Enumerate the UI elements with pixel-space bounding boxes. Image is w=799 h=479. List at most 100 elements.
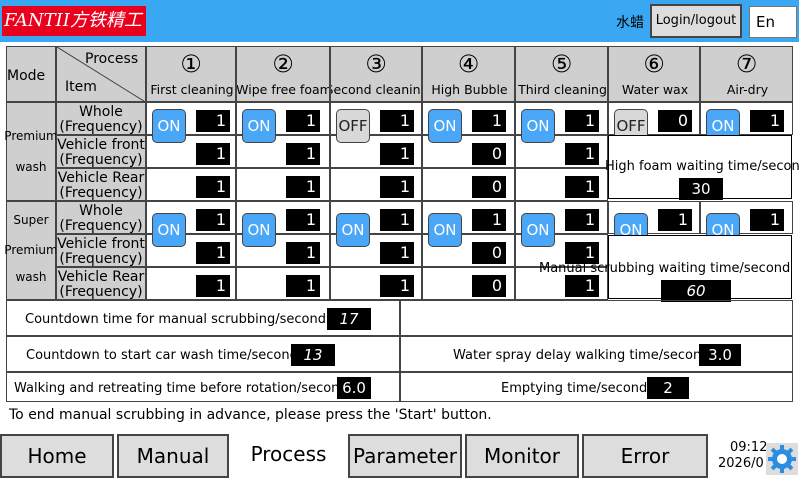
item-header-label: Item — [65, 79, 97, 95]
super-whole-frequency-6[interactable]: 1 — [658, 209, 692, 231]
premium-whole-frequency-2[interactable]: 1 — [286, 110, 320, 132]
premium-whole-frequency-5[interactable]: 1 — [565, 110, 599, 132]
premium-front-frequency-4[interactable]: 0 — [472, 143, 506, 165]
super-row-label-0: Whole(Frequency) — [56, 201, 146, 234]
super-row-label-0-line2: (Frequency) — [59, 218, 143, 234]
premium-row-label-1-line2: (Frequency) — [59, 152, 143, 168]
process-number-7: ⑦ — [735, 50, 758, 78]
premium-row-label-0: Whole(Frequency) — [56, 102, 146, 135]
process-item-header-cell: Process Item — [56, 46, 147, 103]
premium-mode-line2: wash — [15, 160, 47, 174]
emptying-value[interactable]: 2 — [647, 377, 689, 399]
water-spray-value[interactable]: 3.0 — [699, 344, 741, 366]
super-toggle-4[interactable]: ON — [428, 213, 462, 247]
super-premium-wash-mode-cell: Super Premium wash — [4, 201, 58, 300]
super-toggle-2[interactable]: ON — [242, 213, 276, 247]
home-page-button[interactable]: Home page — [0, 434, 114, 478]
process-number-1: ① — [180, 50, 202, 78]
walking-retreat-label: Walking and retreating time before rotat… — [14, 381, 348, 396]
countdown-start-label: Countdown to start car wash time/second — [26, 348, 298, 363]
premium-wash-mode-cell: Premium wash — [4, 102, 58, 201]
premium-rear-frequency-4[interactable]: 0 — [472, 176, 506, 198]
high-foam-waiting-panel: High foam waiting time/second 30 — [605, 135, 799, 200]
process-tab-current[interactable]: Process — [232, 434, 345, 478]
premium-whole-frequency-7[interactable]: 1 — [750, 110, 784, 132]
process-number-4: ④ — [457, 50, 480, 78]
premium-whole-frequency-1[interactable]: 1 — [196, 110, 230, 132]
process-name-5: Third cleaning — [518, 82, 607, 97]
water-spray-label: Water spray delay walking time/second — [453, 348, 710, 363]
premium-toggle-2[interactable]: ON — [242, 109, 276, 143]
brand-logo: FANTII方铁精工 — [2, 6, 146, 36]
super-toggle-1[interactable]: ON — [152, 213, 186, 247]
premium-whole-frequency-3[interactable]: 1 — [380, 110, 414, 132]
high-foam-label: High foam waiting time/second — [605, 159, 799, 174]
walking-retreat-row: Walking and retreating time before rotat… — [6, 372, 400, 402]
super-mode-line2: Premium — [4, 243, 58, 257]
process-number-2: ② — [272, 50, 294, 78]
parameter-button[interactable]: Parameter — [348, 434, 462, 478]
process-name-6: Water wax — [621, 82, 689, 97]
premium-rear-frequency-2[interactable]: 1 — [286, 176, 320, 198]
super-whole-frequency-4[interactable]: 1 — [472, 209, 506, 231]
manual-button[interactable]: Manual — [117, 434, 229, 478]
premium-toggle-1[interactable]: ON — [152, 109, 186, 143]
super-rear-frequency-3[interactable]: 1 — [380, 275, 414, 297]
super-rear-frequency-4[interactable]: 0 — [472, 275, 506, 297]
process-name-3: Second cleaning — [330, 82, 421, 97]
process-number-6: ⑥ — [643, 50, 665, 78]
super-whole-frequency-5[interactable]: 1 — [565, 209, 599, 231]
language-selector[interactable]: En — [749, 6, 797, 38]
premium-front-frequency-3[interactable]: 1 — [380, 143, 414, 165]
process-number-5: ⑤ — [550, 50, 573, 78]
super-whole-frequency-2[interactable]: 1 — [286, 209, 320, 231]
super-front-frequency-2[interactable]: 1 — [286, 242, 320, 264]
premium-row-label-0-line2: (Frequency) — [59, 119, 143, 135]
premium-whole-frequency-6[interactable]: 0 — [658, 110, 692, 132]
premium-rear-frequency-3[interactable]: 1 — [380, 176, 414, 198]
walking-retreat-value[interactable]: 6.0 — [337, 377, 371, 399]
super-whole-frequency-7[interactable]: 1 — [750, 209, 784, 231]
super-row-label-1-line1: Vehicle front — [57, 236, 145, 252]
countdown-manual-row: Countdown time for manual scrubbing/seco… — [6, 300, 400, 336]
premium-rear-frequency-1[interactable]: 1 — [196, 176, 230, 198]
super-toggle-3[interactable]: ON — [336, 213, 370, 247]
manual-scrubbing-value[interactable]: 60 — [661, 280, 731, 302]
countdown-manual-value[interactable]: 17 — [327, 308, 371, 330]
clock-time: 09:12 — [730, 440, 768, 455]
super-whole-frequency-1[interactable]: 1 — [196, 209, 230, 231]
countdown-manual-label: Countdown time for manual scrubbing/seco… — [25, 312, 326, 327]
process-name-2: Wipe free foam — [236, 82, 330, 97]
monitor-button[interactable]: Monitor — [465, 434, 579, 478]
high-foam-value[interactable]: 30 — [679, 178, 723, 200]
super-rear-frequency-5[interactable]: 1 — [565, 275, 599, 297]
process-number-3: ③ — [365, 50, 387, 78]
countdown-start-value[interactable]: 13 — [291, 344, 335, 366]
super-front-frequency-1[interactable]: 1 — [196, 242, 230, 264]
premium-toggle-4[interactable]: ON — [428, 109, 462, 143]
premium-whole-frequency-4[interactable]: 1 — [472, 110, 506, 132]
premium-front-frequency-1[interactable]: 1 — [196, 143, 230, 165]
error-button[interactable]: Error — [582, 434, 708, 478]
premium-row-label-1: Vehicle front(Frequency) — [56, 135, 146, 168]
super-rear-frequency-1[interactable]: 1 — [196, 275, 230, 297]
gear-icon[interactable] — [766, 443, 798, 475]
process-header-3: ③ Second cleaning — [330, 46, 422, 102]
super-whole-frequency-3[interactable]: 1 — [380, 209, 414, 231]
login-logout-button[interactable]: Login/logout — [650, 4, 742, 38]
premium-row-label-2: Vehicle Rear(Frequency) — [56, 168, 146, 201]
super-front-frequency-4[interactable]: 0 — [472, 242, 506, 264]
super-toggle-5[interactable]: ON — [521, 213, 555, 247]
premium-toggle-5[interactable]: ON — [521, 109, 555, 143]
premium-row-label-2-line2: (Frequency) — [59, 185, 143, 201]
premium-front-frequency-5[interactable]: 1 — [565, 143, 599, 165]
super-front-frequency-3[interactable]: 1 — [380, 242, 414, 264]
premium-toggle-3[interactable]: OFF — [336, 109, 370, 143]
super-rear-frequency-2[interactable]: 1 — [286, 275, 320, 297]
super-front-frequency-5[interactable]: 1 — [565, 242, 599, 264]
water-spray-row: Water spray delay walking time/second 3.… — [400, 336, 793, 372]
premium-front-frequency-2[interactable]: 1 — [286, 143, 320, 165]
super-row-label-1-line2: (Frequency) — [59, 251, 143, 267]
premium-rear-frequency-5[interactable]: 1 — [565, 176, 599, 198]
